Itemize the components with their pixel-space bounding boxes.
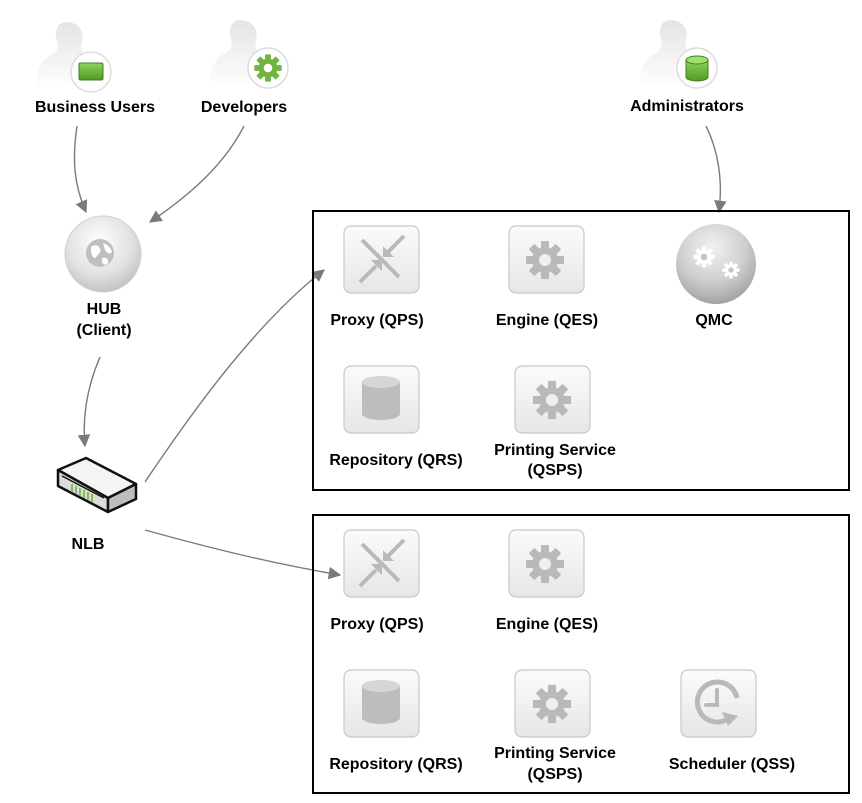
- load-balancer-icon: [56, 456, 138, 514]
- node1-printing-label-line2: (QSPS): [527, 462, 582, 479]
- proxy-arrows-icon: [358, 538, 406, 588]
- globe-icon: [86, 239, 114, 267]
- administrators-node: Administrators: [630, 20, 744, 115]
- node2-scheduler-service: Scheduler (QSS): [669, 669, 795, 773]
- node-2-frame: [312, 514, 850, 794]
- clock-icon: [694, 679, 740, 726]
- node2-proxy-service: Proxy (QPS): [330, 529, 424, 633]
- node1-repository-service: Repository (QRS): [329, 365, 463, 469]
- connectors: [73, 125, 727, 580]
- proxy-arrows-icon: [358, 234, 406, 284]
- node1-repository-label: Repository (QRS): [329, 452, 462, 469]
- arrow-nlb-to-node1-proxy: [144, 269, 325, 483]
- arrow-developers-to-hub: [148, 125, 245, 223]
- node1-qmc-service: QMC: [676, 224, 756, 329]
- nlb-label: NLB: [72, 536, 105, 553]
- arrow-administrators-to-qmc: [705, 125, 727, 214]
- database-icon: [362, 376, 400, 420]
- node2-repository-service: Repository (QRS): [329, 669, 463, 773]
- database-badge-icon: [676, 47, 718, 89]
- nlb-node: NLB: [56, 456, 138, 553]
- business-users-node: Business Users: [35, 22, 155, 116]
- arrow-hub-to-nlb: [77, 356, 101, 448]
- hub-label-line2: (Client): [76, 322, 131, 339]
- screen-badge-icon: [70, 51, 112, 93]
- node2-proxy-label: Proxy (QPS): [330, 616, 423, 633]
- node1-printing-label-line1: Printing Service: [494, 442, 616, 459]
- database-icon: [362, 680, 400, 724]
- node1-proxy-label: Proxy (QPS): [330, 312, 423, 329]
- node1-printing-service: Printing Service (QSPS): [494, 365, 616, 479]
- node-1-frame: [312, 210, 850, 491]
- gears-icon: [693, 246, 740, 279]
- node1-engine-label: Engine (QES): [496, 312, 598, 329]
- gear-icon: [526, 545, 564, 583]
- business-users-label: Business Users: [35, 99, 155, 116]
- node2-printing-label-line2: (QSPS): [527, 766, 582, 783]
- developers-node: Developers: [201, 20, 289, 116]
- node1-proxy-service: Proxy (QPS): [330, 225, 424, 329]
- node2-engine-service: Engine (QES): [496, 529, 598, 633]
- administrators-label: Administrators: [630, 98, 744, 115]
- node2-scheduler-label: Scheduler (QSS): [669, 756, 795, 773]
- node1-engine-service: Engine (QES): [496, 225, 598, 329]
- node-1-box: Proxy (QPS) Engine (QES): [312, 210, 850, 491]
- hub-node: HUB (Client): [64, 215, 142, 339]
- gear-icon: [533, 381, 571, 419]
- node2-engine-label: Engine (QES): [496, 616, 598, 633]
- arrow-business-users-to-hub: [73, 125, 88, 214]
- node2-printing-label-line1: Printing Service: [494, 745, 616, 762]
- hub-label-line1: HUB: [87, 301, 122, 318]
- developers-label: Developers: [201, 99, 287, 116]
- node2-printing-service: Printing Service (QSPS): [494, 669, 616, 783]
- node2-repository-label: Repository (QRS): [329, 756, 462, 773]
- node-2-box: Proxy (QPS) Engine (QES) Repository (QRS…: [312, 514, 850, 794]
- gear-badge-icon: [247, 47, 289, 89]
- node1-qmc-label: QMC: [695, 312, 733, 329]
- qmc-sphere: [676, 224, 756, 304]
- arrow-nlb-to-node2-proxy: [144, 529, 342, 580]
- gear-icon: [533, 685, 571, 723]
- gear-icon: [526, 241, 564, 279]
